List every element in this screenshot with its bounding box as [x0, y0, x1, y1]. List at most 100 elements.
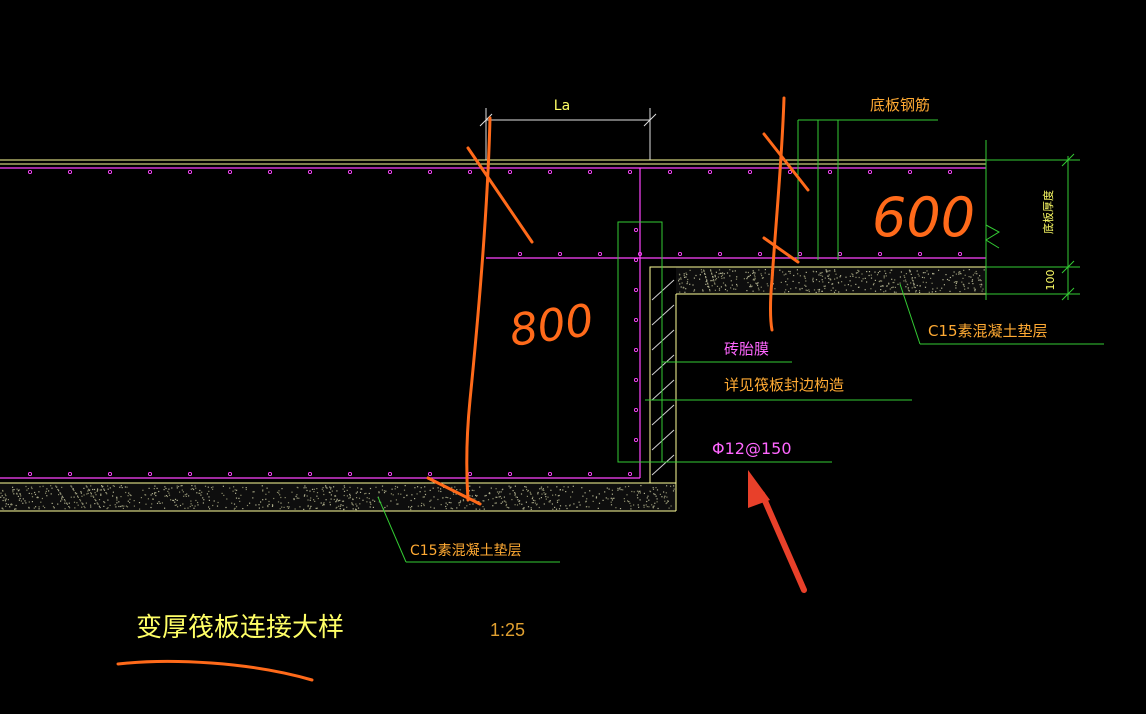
- pad-speckle: [822, 281, 824, 283]
- pad-speckle: [403, 489, 406, 491]
- rebar-dot: [797, 251, 803, 257]
- pad-speckle: [955, 284, 957, 287]
- pad-speckle: [835, 273, 837, 275]
- pad-speckle: [13, 489, 15, 491]
- pad-speckle: [217, 501, 219, 504]
- rebar-dot: [677, 251, 683, 257]
- pad-speckle: [818, 274, 820, 276]
- pad-speckle: [357, 507, 360, 509]
- pad-speckle: [684, 291, 686, 293]
- pad-speckle: [153, 493, 156, 495]
- pad-speckle: [343, 490, 346, 492]
- pad-speckle: [281, 488, 283, 490]
- pad-speckle: [1, 507, 3, 509]
- pad-speckle: [372, 499, 374, 501]
- c15-pad-bottom-label: C15素混凝土垫层: [410, 543, 522, 559]
- pad-speckle: [961, 281, 963, 283]
- pad-speckle: [743, 278, 745, 280]
- pad-speckle: [456, 507, 458, 509]
- pad-speckle: [342, 500, 345, 502]
- pad-speckle: [77, 496, 79, 498]
- pad-speckle: [35, 506, 37, 508]
- pad-speckle: [630, 505, 632, 507]
- pad-speckle: [656, 501, 658, 503]
- pad-speckle: [235, 492, 237, 494]
- pad-speckle: [483, 500, 485, 502]
- pad-speckle: [556, 486, 558, 488]
- pad-speckle: [611, 493, 613, 495]
- pad-speckle: [752, 270, 754, 272]
- pad-speckle: [271, 505, 274, 507]
- pad-speckle: [714, 283, 716, 285]
- slab-outline: [0, 159, 986, 511]
- pad-speckle: [623, 498, 625, 500]
- pad-speckle: [315, 507, 317, 509]
- pad-speckle: [184, 507, 186, 509]
- pad-speckle: [326, 487, 328, 489]
- pad-speckle: [340, 504, 342, 506]
- pad-speckle: [366, 497, 368, 499]
- pad-speckle: [336, 490, 338, 492]
- pad-speckle: [857, 286, 860, 288]
- pad-speckle: [799, 288, 801, 290]
- pad-speckle: [265, 493, 267, 495]
- pad-speckle: [763, 290, 765, 292]
- pad-speckle: [81, 495, 83, 497]
- pad-speckle: [316, 507, 318, 509]
- pad-speckle: [670, 485, 672, 487]
- pad-speckle: [196, 492, 198, 494]
- pad-speckle: [123, 505, 125, 507]
- pad-speckle: [673, 488, 675, 490]
- pad-speckle: [592, 495, 594, 497]
- pad-speckle: [832, 287, 834, 289]
- pad-speckle: [445, 508, 447, 510]
- pad-speckle: [421, 502, 423, 504]
- pad-speckle: [754, 276, 756, 278]
- pad-speckle: [815, 291, 817, 293]
- pad-speckle: [706, 279, 708, 281]
- pad-speckle: [455, 493, 457, 495]
- pad-speckle: [271, 504, 274, 506]
- pad-speckle: [518, 500, 520, 503]
- rebar-dot: [587, 169, 593, 175]
- rebar-dot: [557, 251, 563, 257]
- pad-speckle: [820, 274, 822, 276]
- pad-speckle: [647, 495, 649, 497]
- pad-speckle: [53, 507, 55, 509]
- pad-speckle: [633, 504, 635, 506]
- pad-speckle: [404, 485, 406, 487]
- pad-speckle: [61, 499, 63, 501]
- pad-speckle: [392, 494, 394, 496]
- pad-speckle: [789, 272, 791, 274]
- pad-speckle: [735, 288, 737, 290]
- pad-speckle: [912, 282, 915, 284]
- pad-speckle: [349, 493, 351, 495]
- pad-speckle: [760, 286, 762, 288]
- pad-speckle: [910, 282, 912, 284]
- pad-speckle: [751, 285, 753, 287]
- pad-speckle: [893, 281, 895, 284]
- pad-speckle: [707, 282, 709, 284]
- pad-speckle: [498, 491, 500, 493]
- pad-speckle: [729, 269, 731, 271]
- pad-speckle: [654, 502, 656, 504]
- pad-speckle: [535, 504, 538, 506]
- pad-speckle: [57, 503, 59, 505]
- pad-speckle: [429, 500, 431, 502]
- pad-speckle: [555, 508, 558, 510]
- pad-speckle: [517, 499, 519, 501]
- pad-speckle: [666, 502, 668, 504]
- pad-speckle: [665, 492, 667, 494]
- pad-speckle: [527, 489, 529, 492]
- pad-speckle: [530, 507, 532, 509]
- pad-speckle: [892, 281, 894, 284]
- pad-speckle: [964, 288, 966, 290]
- pad-speckle: [522, 489, 524, 491]
- pad-speckle: [313, 488, 315, 490]
- pad-speckle: [880, 280, 882, 282]
- rebar-dot: [387, 471, 393, 477]
- pad-speckle: [915, 290, 917, 292]
- pad-speckle: [643, 506, 645, 508]
- pad-speckle: [745, 271, 747, 273]
- rebar-dot: [907, 169, 913, 175]
